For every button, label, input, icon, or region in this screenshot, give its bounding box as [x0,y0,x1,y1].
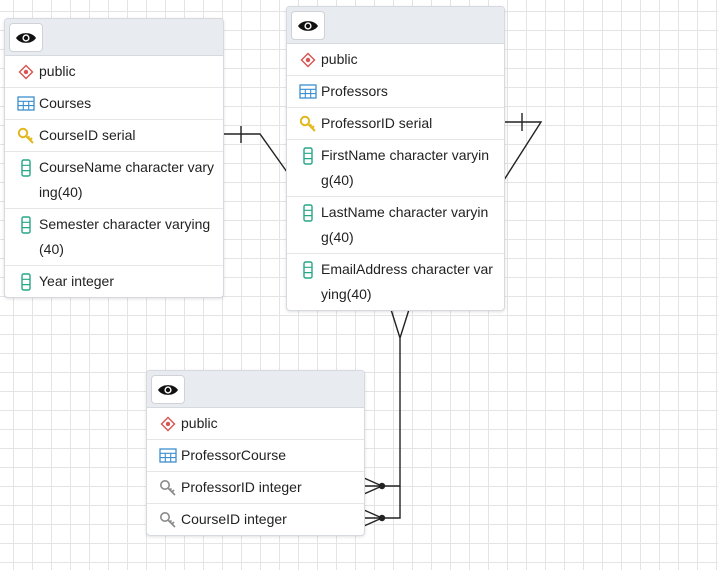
table-header [287,7,504,44]
schema-row: public [287,44,504,76]
crows-foot-dot-2 [378,514,386,522]
schema-label: public [39,63,76,79]
table-name-row: Professors [287,76,504,108]
column-label: CourseName character varying(40) [39,159,215,200]
schema-row: public [147,408,364,440]
link-professors-professorcourse [503,113,543,181]
column-label: ProfessorID integer [181,479,302,495]
column-row: CourseID serial [5,120,223,152]
table-professorcourse[interactable]: public ProfessorCourse ProfessorID integ… [146,370,365,536]
table-header [147,371,364,408]
table-name: ProfessorCourse [181,447,287,463]
column-row: ProfessorID integer [147,472,364,504]
column-label: Semester character varying (40) [39,216,211,257]
column-row: ProfessorID serial [287,108,504,140]
eye-icon[interactable] [151,375,185,404]
table-name-row: Courses [5,88,223,120]
crows-foot-dot-1 [378,482,386,490]
column-label: CourseID integer [181,511,287,527]
schema-diamond-icon [158,411,178,436]
column-icon [16,155,36,180]
table-grid-icon [158,443,178,468]
schema-row: public [5,56,223,88]
table-professors[interactable]: public Professors ProfessorID serial Fir… [286,6,505,311]
link-courses-professorcourse [223,126,288,173]
column-row: LastName character varying(40) [287,197,504,254]
column-label: FirstName character varying(40) [321,147,490,188]
column-label: EmailAddress character varying(40) [321,261,493,302]
table-name: Courses [39,95,92,111]
primary-key-icon [16,123,36,148]
table-courses[interactable]: public Courses CourseID serial CourseNam… [4,18,224,298]
column-row: EmailAddress character varying(40) [287,254,504,310]
column-row: CourseID integer [147,504,364,535]
column-row: Semester character varying (40) [5,209,223,266]
column-row: FirstName character varying(40) [287,140,504,197]
table-grid-icon [16,91,36,116]
table-header [5,19,223,56]
schema-diamond-icon [298,47,318,72]
column-label: Year integer [39,273,114,289]
eye-icon[interactable] [9,23,43,52]
schema-diamond-icon [16,59,36,84]
column-label: CourseID serial [39,127,136,143]
eye-icon[interactable] [291,11,325,40]
column-icon [298,200,318,225]
foreign-key-icon [158,507,178,532]
column-label: ProfessorID serial [321,115,433,131]
schema-label: public [321,51,358,67]
column-icon [298,257,318,282]
column-row: Year integer [5,266,223,297]
column-row: CourseName character varying(40) [5,152,223,209]
schema-label: public [181,415,218,431]
column-icon [16,269,36,294]
primary-key-icon [298,111,318,136]
column-icon [298,143,318,168]
table-name: Professors [321,83,388,99]
column-icon [16,212,36,237]
column-label: LastName character varying(40) [321,204,489,245]
table-name-row: ProfessorCourse [147,440,364,472]
table-grid-icon [298,79,318,104]
foreign-key-icon [158,475,178,500]
